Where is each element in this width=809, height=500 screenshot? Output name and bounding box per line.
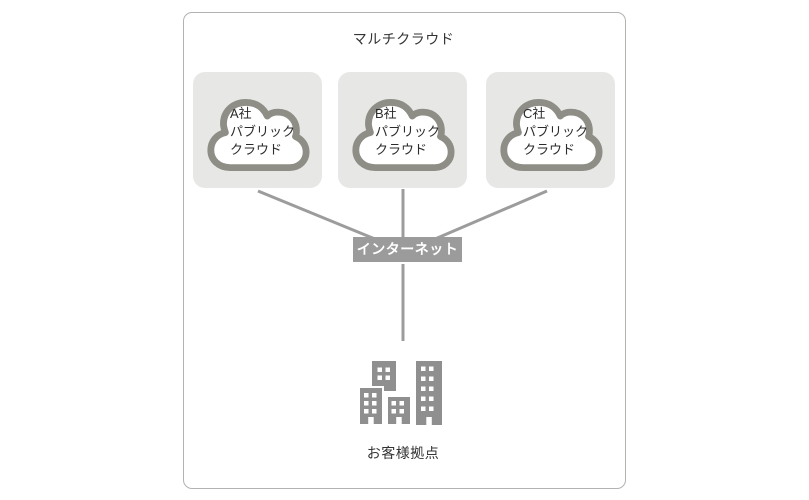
connector-line-cloud-a [257, 189, 376, 241]
cloud-label-b: B社 パブリック クラウド [375, 106, 441, 157]
building-front-left [358, 386, 384, 426]
cloud-icon [352, 99, 455, 172]
cloud-label-a: A社 パブリック クラウド [230, 106, 296, 157]
cloud-card-b: B社 パブリック クラウド [338, 72, 467, 188]
building-right [416, 361, 442, 425]
internet-badge: インターネット [353, 237, 462, 262]
cloud-card-c: C社 パブリック クラウド [486, 72, 615, 188]
cloud-icon [500, 99, 603, 172]
connector-line-cloud-c [434, 189, 548, 241]
cloud-card-a: A社 パブリック クラウド [193, 72, 322, 188]
building-front-middle [386, 395, 412, 426]
buildings-icon [358, 361, 442, 426]
diagram-title: マルチクラウド [352, 31, 455, 47]
cloud-label-c: C社 パブリック クラウド [523, 106, 589, 157]
cloud-icon [207, 99, 310, 172]
site-label: お客様拠点 [366, 445, 440, 461]
